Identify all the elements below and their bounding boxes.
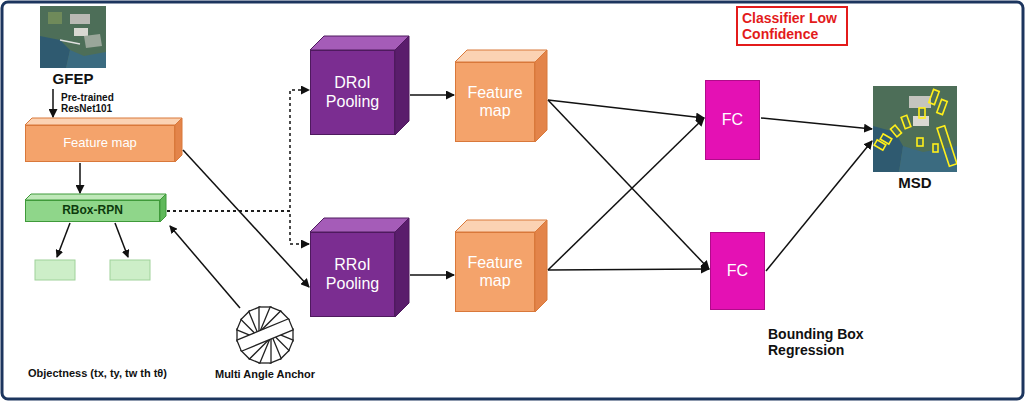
fc-box: FC bbox=[710, 232, 765, 310]
connector-arrow bbox=[410, 274, 454, 276]
connector-arrow bbox=[167, 90, 309, 211]
node-text: RRoI Pooling bbox=[315, 256, 390, 293]
image-node: MSD bbox=[873, 86, 957, 192]
cube-top-face bbox=[310, 218, 409, 232]
pooling-cube: RRoI Pooling bbox=[310, 232, 395, 317]
cube-side-face bbox=[535, 220, 547, 312]
connector-arrow bbox=[410, 94, 454, 96]
cube-side-face bbox=[395, 218, 409, 317]
output-label: Objectness (tx, ty, tw th tθ) bbox=[28, 367, 218, 380]
anchor-symbol bbox=[237, 307, 293, 363]
connector-arrow bbox=[548, 118, 704, 270]
node-text: Feature map bbox=[460, 254, 530, 291]
connector-arrow bbox=[548, 100, 704, 118]
svg-rect bbox=[909, 96, 931, 108]
svg-rect bbox=[929, 89, 939, 104]
anchor-arrow bbox=[170, 226, 240, 308]
connector-arrow bbox=[79, 163, 81, 193]
node-text: FC bbox=[727, 262, 748, 280]
svg-rect bbox=[873, 86, 957, 172]
svg-line bbox=[60, 40, 80, 44]
anchor-label: Multi Angle Anchor bbox=[205, 368, 325, 381]
connector-arrow bbox=[548, 269, 709, 270]
connector-arrow bbox=[548, 100, 709, 269]
box-top-face bbox=[25, 118, 182, 125]
branch-arrow bbox=[115, 223, 128, 257]
result-image bbox=[873, 86, 957, 172]
svg-rect bbox=[937, 126, 957, 167]
svg-g bbox=[874, 89, 957, 166]
satellite-image bbox=[40, 6, 106, 68]
svg-rect bbox=[70, 14, 90, 24]
box-side-face bbox=[175, 118, 182, 162]
svg-polygon bbox=[84, 34, 102, 48]
cube-side-face bbox=[535, 50, 547, 142]
feature-map-cube: Feature map bbox=[455, 232, 535, 312]
svg-polygon bbox=[66, 50, 106, 68]
node-text: MSD bbox=[898, 174, 931, 191]
image-node: GFEP bbox=[38, 6, 108, 88]
connector-arrow bbox=[766, 141, 872, 271]
node-text: RBox-RPN bbox=[62, 204, 123, 218]
pooling-cube: DRoI Pooling bbox=[310, 50, 395, 135]
branch-arrow bbox=[57, 223, 70, 257]
connector-arrow bbox=[167, 211, 309, 244]
svg-rect bbox=[901, 115, 911, 128]
svg-rect bbox=[874, 140, 886, 150]
node-text: Feature map bbox=[63, 136, 137, 151]
feature-map-box: Feature map bbox=[25, 125, 175, 162]
svg-polygon bbox=[873, 126, 903, 172]
node-text: Classifier Low Confidence bbox=[742, 10, 842, 42]
svg-rect bbox=[237, 319, 293, 352]
output-box bbox=[35, 260, 75, 280]
connector-arrow bbox=[761, 118, 872, 129]
note-box: Classifier Low Confidence bbox=[736, 6, 848, 46]
regression-label: Bounding Box Regression bbox=[768, 326, 880, 358]
cube-side-face bbox=[395, 36, 409, 135]
node-text: DRoI Pooling bbox=[315, 74, 390, 111]
svg-polygon bbox=[899, 146, 957, 172]
cube-top-face bbox=[455, 220, 547, 232]
fc-box: FC bbox=[705, 80, 760, 160]
rpn-box: RBox-RPN bbox=[25, 200, 160, 222]
svg-rect bbox=[48, 12, 62, 24]
svg-rect bbox=[917, 138, 923, 146]
cube-top-face bbox=[310, 36, 409, 50]
node-text: GFEP bbox=[53, 70, 94, 87]
connector-arrow bbox=[52, 89, 54, 117]
node-text: FC bbox=[722, 111, 743, 129]
svg-rect bbox=[40, 6, 106, 68]
svg-rect bbox=[933, 144, 938, 152]
feature-map-cube: Feature map bbox=[455, 62, 535, 142]
output-box bbox=[110, 260, 150, 280]
svg-rect bbox=[937, 99, 947, 114]
edge-label: Pre-trained ResNet101 bbox=[61, 92, 131, 115]
svg-rect bbox=[919, 108, 925, 118]
cube-top-face bbox=[455, 50, 547, 62]
node-text: Feature map bbox=[460, 84, 530, 121]
svg-rect bbox=[890, 125, 901, 137]
box-side-face bbox=[160, 194, 166, 222]
svg-rect bbox=[74, 28, 88, 36]
